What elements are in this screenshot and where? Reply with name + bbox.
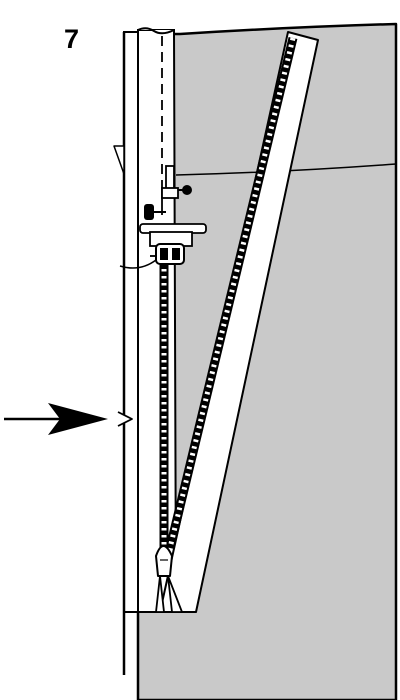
zipper-tape-left-top bbox=[137, 27, 175, 35]
zipper-teeth-right-edge bbox=[165, 36, 298, 550]
thread bbox=[119, 259, 157, 269]
edge-notch bbox=[117, 411, 133, 427]
zipper-foot-icon bbox=[139, 165, 207, 265]
zipper-tape-left bbox=[137, 29, 178, 613]
arrow-right-icon bbox=[4, 403, 108, 435]
seam-allowance bbox=[123, 31, 139, 613]
zipper-pull bbox=[155, 545, 183, 613]
seam-flap bbox=[113, 145, 125, 175]
step-number: 7 bbox=[64, 24, 80, 54]
